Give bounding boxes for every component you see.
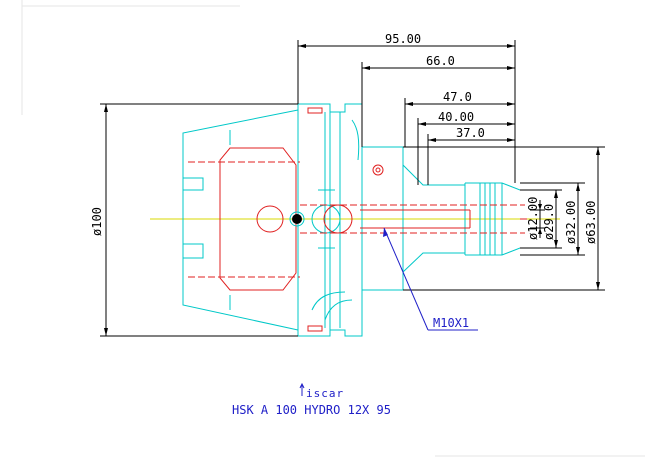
iscar-logo: iscar — [299, 382, 344, 400]
iscar-logo-text: iscar — [306, 387, 344, 400]
horizontal-dimensions — [297, 40, 516, 185]
right-vertical-dimensions — [403, 146, 605, 291]
thread-leader — [383, 227, 478, 331]
product-title: HSK A 100 HYDRO 12X 95 — [232, 403, 391, 417]
dim-diameter-12: ø12.00 — [526, 197, 540, 240]
dim-diameter-29: ø29.0 — [542, 204, 556, 240]
internal-features — [188, 107, 527, 332]
dim-diameter-63: ø63.00 — [584, 201, 598, 244]
dim-length-overall: 95.00 — [385, 32, 421, 46]
dim-diameter-100: ø100 — [90, 207, 104, 236]
dim-diameter-100-lines — [100, 103, 298, 337]
thread-callout: M10X1 — [433, 316, 469, 330]
dim-diameter-32: ø32.00 — [564, 201, 578, 244]
dim-length-37: 37.0 — [456, 126, 485, 140]
gauge-point-ring — [289, 211, 305, 227]
hsk-taper-outline — [182, 109, 299, 331]
dim-length-40: 40.00 — [438, 110, 474, 124]
page-frame — [21, 0, 645, 457]
dim-length-66: 66.0 — [426, 54, 455, 68]
gauge-point-marker — [292, 214, 302, 224]
dim-length-47: 47.0 — [443, 90, 472, 104]
